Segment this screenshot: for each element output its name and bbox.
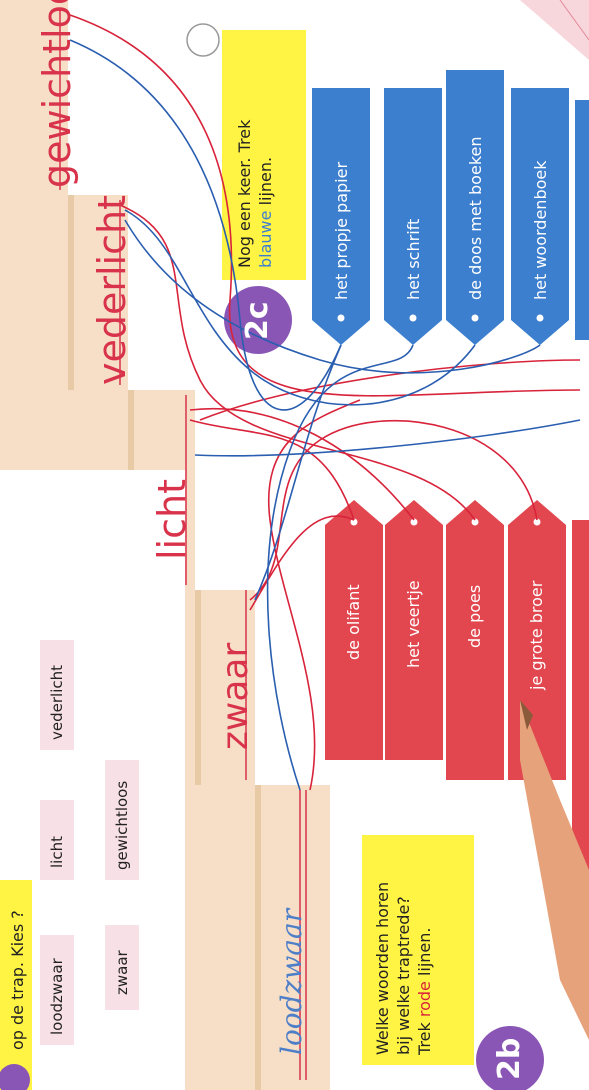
note-2b-line2: bij welke traptrede? [394, 896, 413, 1055]
red-lines [69, 14, 581, 791]
word-card-loodzwaar: loodzwaar [48, 958, 66, 1035]
badge-2c [224, 286, 292, 354]
word-cards [40, 640, 139, 1045]
pencil [520, 700, 589, 1040]
red-tag-olifant: de olifant [344, 584, 363, 660]
red-tags [325, 500, 589, 880]
note-2b-line3: Trek rode lijnen. [414, 882, 435, 1056]
blue-tag-doos-met-boeken: de doos met boeken [466, 136, 485, 301]
red-tag-veertje: het veertje [404, 580, 423, 668]
red-tag-holes [350, 518, 541, 526]
blue-tag-propje-papier: het propje papier [332, 161, 351, 300]
blue-tag-schrift: het schrift [404, 218, 423, 300]
note-2b-line1: Welke woorden horen [373, 881, 392, 1055]
badge-2c-label: 2c [240, 301, 275, 340]
note-2c [222, 30, 306, 280]
pink-card-line [559, 0, 589, 41]
note-2b-line3-post: lijnen. [415, 927, 434, 982]
note-2c-line2-post: lijnen. [256, 156, 275, 211]
word-card-gewichtloos: gewichtloos [113, 780, 131, 870]
note-2c-line2: blauwe lijnen. [255, 120, 276, 268]
stair-zwaar: zwaar [215, 642, 256, 750]
badge-2b [476, 1026, 544, 1090]
stair-licht: licht [150, 479, 194, 560]
blue-tag-holes [337, 314, 544, 322]
badge-2b-label: 2b [492, 1037, 527, 1080]
word-card-vederlicht: vederlicht [48, 665, 66, 740]
stair-vederlicht: vederlicht [90, 195, 134, 385]
stair-gewichtloos: gewichtloos [35, 0, 79, 188]
top-instruction: op de trap. Kies ? [8, 910, 27, 1050]
note-2c-line1: Nog een keer. Trek [235, 119, 254, 268]
note-2c-blue-word: blauwe [256, 210, 275, 268]
badge-2a-partial [0, 1064, 30, 1090]
hole-punch [186, 23, 220, 57]
pink-card-corner [520, 0, 589, 60]
note-2b-red-word: rode [415, 981, 434, 1018]
top-instruction-note [0, 880, 32, 1090]
blue-tag-woordenboek: het woordenboek [531, 160, 550, 301]
red-tag-poes: de poes [465, 584, 484, 648]
blue-tags [312, 70, 589, 345]
blue-lines [69, 39, 581, 791]
word-card-licht: licht [48, 836, 66, 868]
stair-loodzwaar: loodzwaar [275, 908, 308, 1055]
note-2c-text: Nog een keer. Trek blauwe lijnen. [234, 120, 276, 268]
note-2b-text: Welke woorden horen bij welke traptrede?… [372, 882, 435, 1055]
note-2b-line3-pre: Trek [415, 1017, 434, 1055]
word-card-zwaar: zwaar [113, 950, 131, 995]
note-2b [362, 835, 474, 1065]
red-tag-grote-broer: je grote broer [527, 580, 546, 690]
stair-underlines [59, 10, 307, 1080]
